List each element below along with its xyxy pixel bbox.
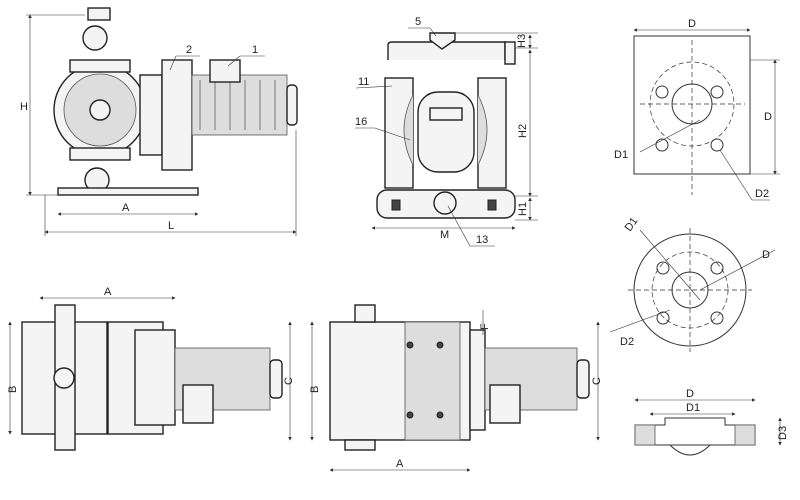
part-16-label: 16 <box>355 116 367 128</box>
round-flange-view: D1 D D2 <box>609 215 776 352</box>
dim-f-label: F <box>479 323 491 330</box>
dim-h3-label: H3 <box>516 34 528 48</box>
part-1-label: 1 <box>252 44 258 56</box>
part-13-label: 13 <box>476 234 488 246</box>
dim-d3-label: D3 <box>777 426 789 440</box>
dim-d-top-label: D <box>688 18 696 30</box>
dim-b-label: B <box>309 386 321 393</box>
dim-m-label: M <box>440 229 449 241</box>
dim-d2-label: D2 <box>620 336 634 348</box>
outlet-port <box>87 7 111 21</box>
dim-d1-label: D1 <box>686 402 700 414</box>
dim-d-right-label: D <box>764 111 772 123</box>
terminal-box <box>209 59 241 83</box>
dim-h1-label: H1 <box>517 202 529 216</box>
outlet-manifold <box>82 25 108 51</box>
front-view: H3 H2 H1 M 5 11 16 13 <box>355 16 538 247</box>
square-flange-view: D D D1 D2 <box>614 18 780 201</box>
inlet-port <box>433 191 457 215</box>
dim-l-label: L <box>168 220 174 232</box>
dim-h-label: H <box>20 101 28 113</box>
top-view-left: A B C <box>7 286 295 451</box>
base-frame <box>57 187 199 196</box>
dim-a-label: A <box>104 286 112 298</box>
dim-d-label: D <box>762 249 770 261</box>
dim-c-label: C <box>283 377 295 385</box>
center-block <box>417 91 475 173</box>
top-view-right: B C A F <box>309 304 603 472</box>
dim-d2-label: D2 <box>755 188 769 200</box>
dim-h2-label: H2 <box>517 124 529 138</box>
part-2-label: 2 <box>186 44 192 56</box>
dim-a-label: A <box>122 202 130 214</box>
part-11-label: 11 <box>358 76 369 88</box>
dim-d-label: D <box>686 388 694 400</box>
part-5-label: 5 <box>415 16 421 28</box>
dim-d1-label: D1 <box>623 215 641 233</box>
dim-b-label: B <box>7 386 19 393</box>
terminal-box <box>182 384 214 424</box>
side-view: H A L 2 1 <box>20 7 298 236</box>
terminal-box <box>489 384 521 424</box>
flange-section-view: D D1 D3 <box>634 388 789 456</box>
dim-d1-label: D1 <box>614 149 628 161</box>
motor <box>191 74 288 136</box>
outlet-flange <box>429 32 456 50</box>
dim-a-label: A <box>396 458 404 470</box>
dim-c-label: C <box>591 377 603 385</box>
